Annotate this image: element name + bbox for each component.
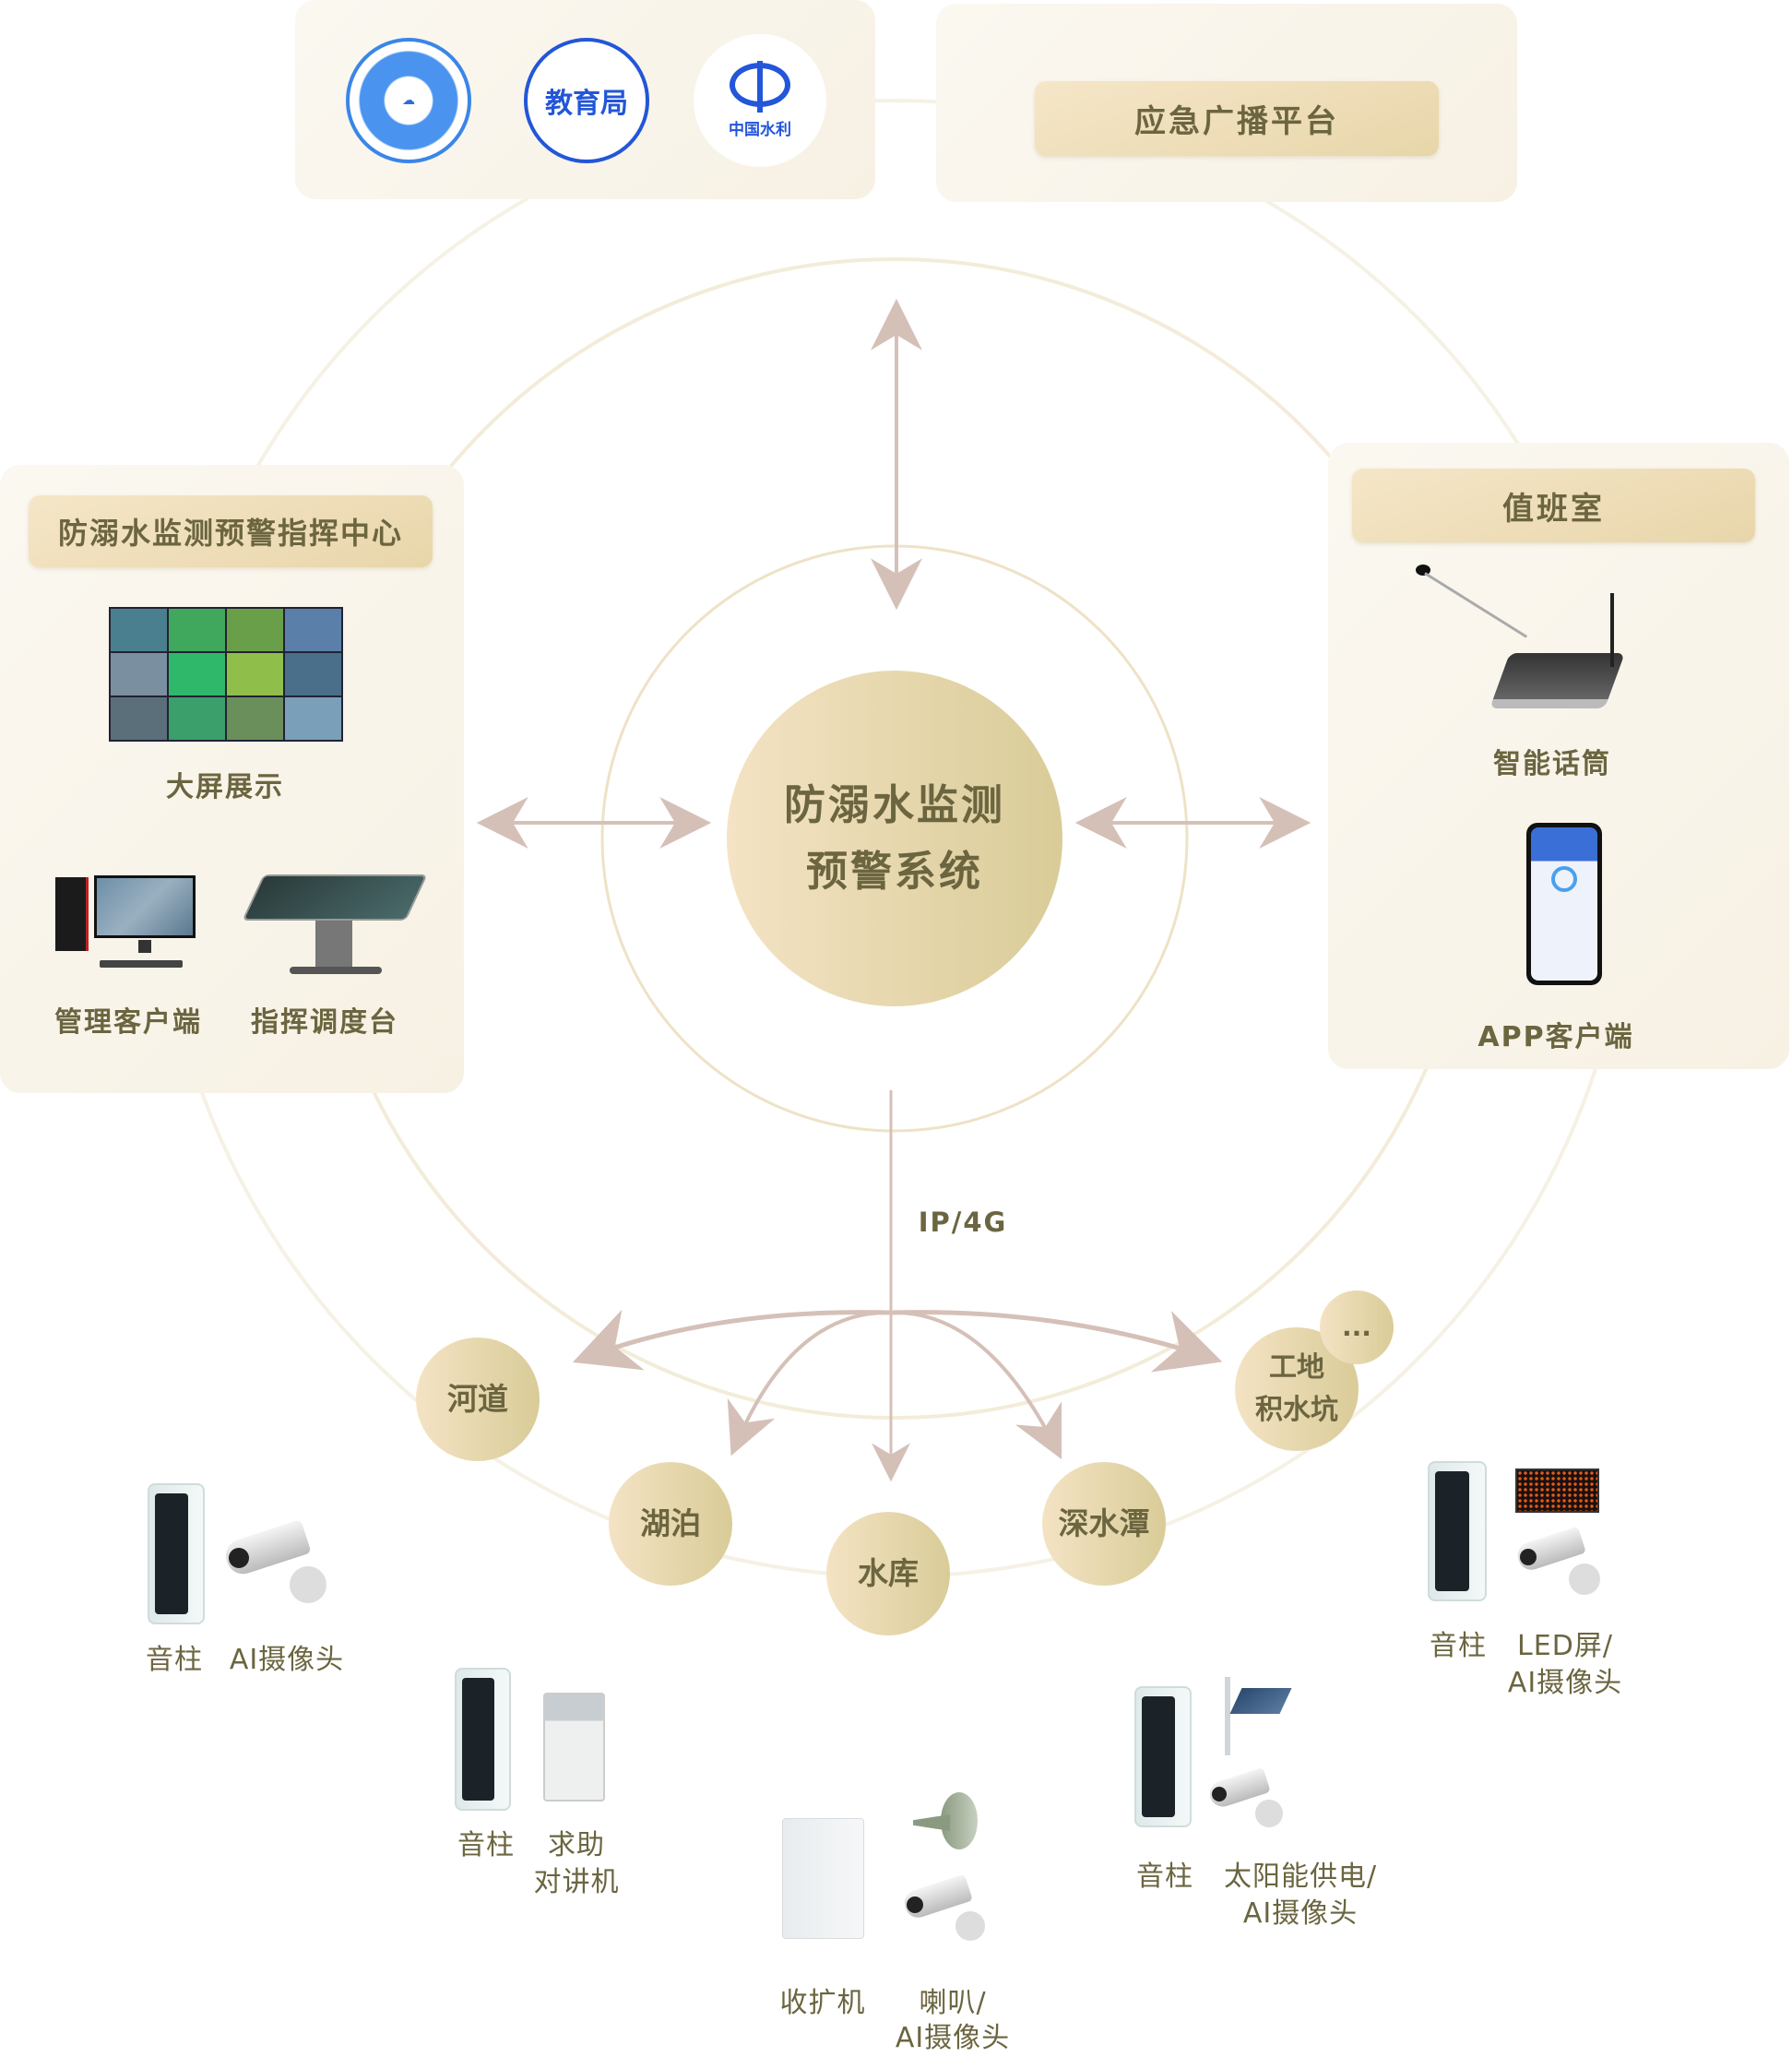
speaker-column-image	[455, 1668, 511, 1811]
ai-camera-label: AI摄像头	[229, 1644, 345, 1676]
speaker-column-label: 音柱	[1430, 1630, 1487, 1662]
arrow-curve-right	[890, 1310, 1223, 1373]
speaker-column-label: 音柱	[1136, 1861, 1193, 1893]
ai-camera-label: AI摄像头	[1242, 1897, 1359, 1930]
ai-camera-image	[1514, 1526, 1605, 1596]
ai-camera-image	[221, 1519, 338, 1605]
node-more: ...	[1320, 1290, 1394, 1364]
smart-microphone-image	[1412, 561, 1625, 720]
smart-microphone-label: 智能话筒	[1493, 748, 1611, 780]
duty-room-label: 值班室	[1352, 469, 1755, 542]
speaker-column-label: 音柱	[457, 1829, 515, 1861]
ai-camera-image	[1206, 1766, 1287, 1827]
speaker-column-image	[148, 1483, 205, 1624]
center-system: 防溺水监测 预警系统	[727, 671, 1062, 1006]
intercom-label: 对讲机	[533, 1866, 620, 1898]
china-water-logo: 中国水利	[694, 34, 826, 167]
ip-4g-label: IP/4G	[918, 1207, 1008, 1238]
command-center-label: 防溺水监测预警指挥中心	[29, 495, 433, 567]
node-river: 河道	[416, 1338, 540, 1461]
help-label: 求助	[548, 1829, 605, 1861]
node-deep-pool: 深水潭	[1042, 1462, 1166, 1586]
emergency-broadcast-platform-label: 应急广播平台	[1035, 81, 1439, 156]
help-intercom-image	[543, 1693, 605, 1801]
ai-camera-image	[901, 1873, 991, 1942]
command-center-panel	[0, 465, 464, 1093]
arrow-curve-left	[572, 1309, 892, 1371]
video-wall-label: 大屏展示	[166, 771, 284, 803]
amplifier-image	[782, 1818, 864, 1939]
arrow-curve-pool	[890, 1310, 1062, 1460]
phone-app-image	[1526, 823, 1602, 985]
management-client-label: 管理客户端	[54, 1006, 202, 1039]
video-wall-image	[109, 607, 343, 742]
desktop-pc-image	[55, 875, 196, 972]
led-screen-image	[1515, 1468, 1599, 1513]
authority-panel: ☁ 教育局 中国水利	[295, 0, 875, 199]
speaker-column-image	[1428, 1461, 1487, 1601]
ai-camera-label: AI摄像头	[1507, 1667, 1623, 1699]
ai-camera-label: AI摄像头	[895, 2022, 1011, 2054]
horn-speaker-image	[913, 1792, 982, 1859]
arrow-curve-lake	[727, 1310, 892, 1457]
education-bureau-logo: 教育局	[524, 38, 649, 163]
horn-label: 喇叭/	[919, 1987, 987, 2019]
amplifier-label: 收扩机	[779, 1987, 866, 2019]
water-emblem-icon	[730, 60, 790, 113]
command-console-image	[242, 867, 428, 985]
speaker-column-image	[1134, 1686, 1192, 1827]
solar-power-label: 太阳能供电/	[1223, 1861, 1378, 1893]
meteorological-bureau-logo: ☁	[346, 38, 471, 163]
dispatch-console-label: 指挥调度台	[251, 1006, 398, 1039]
node-reservoir: 水库	[826, 1512, 950, 1635]
app-client-label: APP客户端	[1478, 1021, 1634, 1053]
speaker-column-label: 音柱	[146, 1644, 203, 1676]
solar-panel-image	[1212, 1677, 1292, 1755]
node-lake: 湖泊	[609, 1462, 732, 1586]
led-screen-label: LED屏/	[1517, 1630, 1613, 1662]
